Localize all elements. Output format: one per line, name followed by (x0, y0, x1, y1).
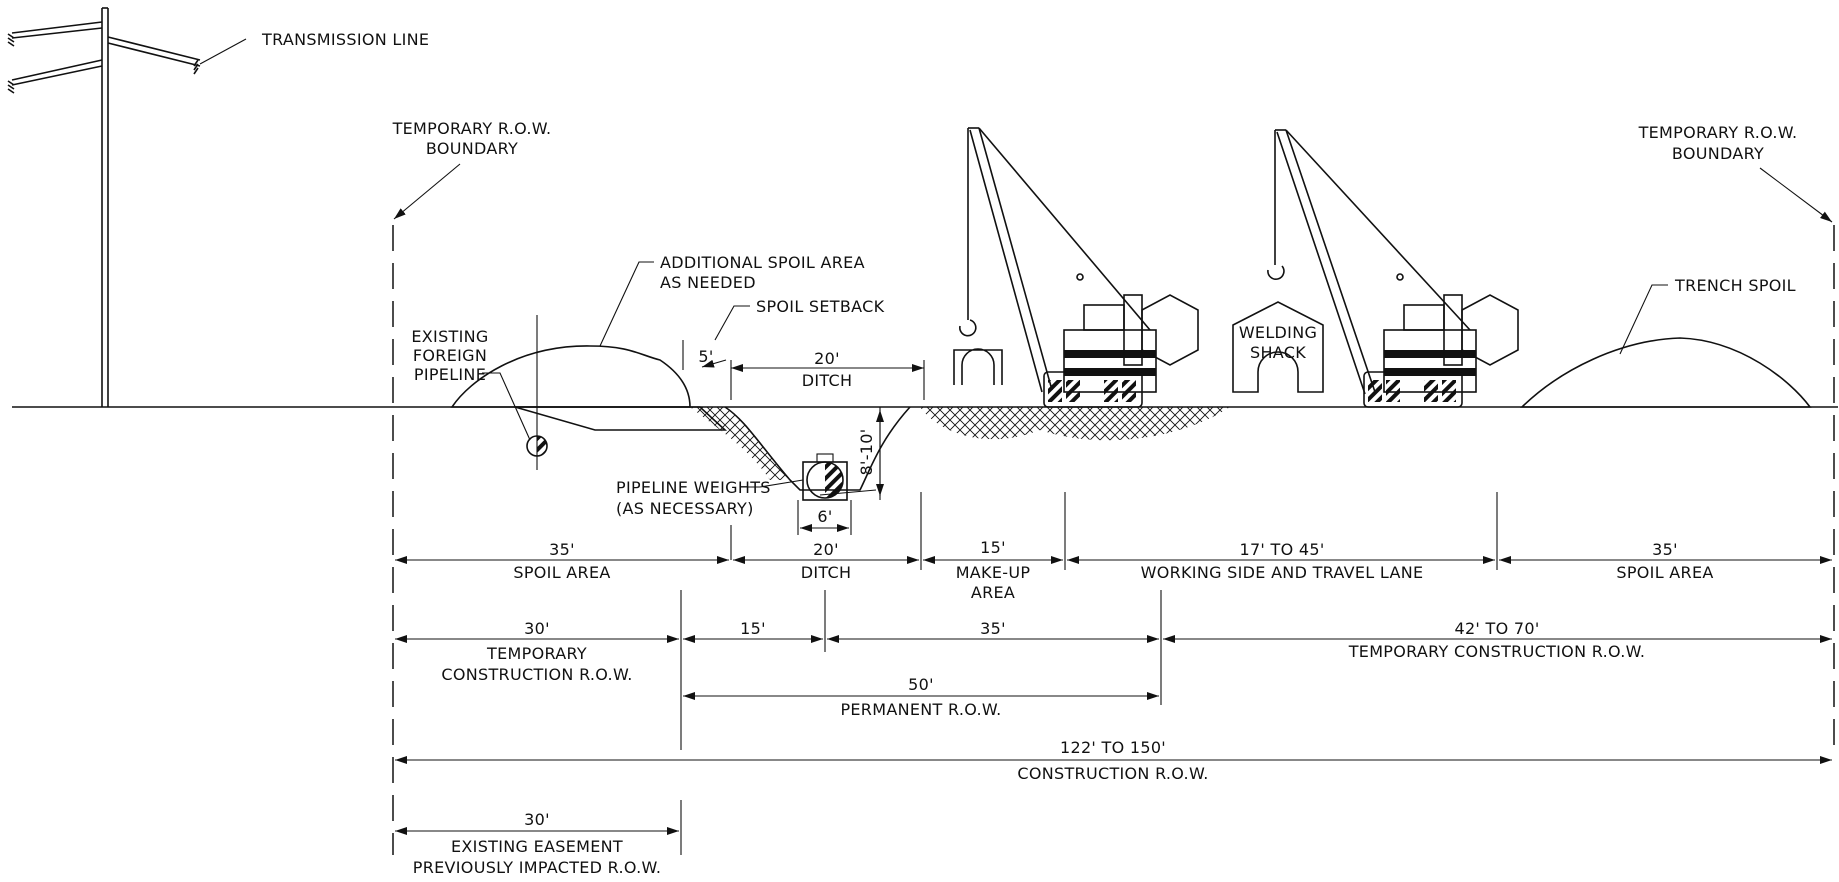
row2-temp-row-value: 30' (524, 619, 550, 638)
right-boundary-label-2: BOUNDARY (1672, 144, 1764, 163)
pipeline-weights-label-2: (AS NECESSARY) (616, 499, 754, 518)
row1-makeup-value: 15' (980, 538, 1006, 557)
dimension-row-5: 30' EXISTING EASEMENT PREVIOUSLY IMPACTE… (395, 810, 679, 877)
sideboom-2 (1267, 129, 1519, 408)
row5-easement-label-2: PREVIOUSLY IMPACTED R.O.W. (413, 858, 661, 877)
row1-ditch-label: DITCH (801, 563, 852, 582)
row5-easement-value: 30' (524, 810, 550, 829)
welding-shack-label-2: SHACK (1250, 343, 1306, 362)
row2-right-temp-value: 42' TO 70' (1454, 619, 1539, 638)
existing-pipeline-label-2: FOREIGN (413, 346, 487, 365)
ditch-top-label: DITCH (802, 371, 853, 390)
dimension-row-2: 30' TEMPORARY CONSTRUCTION R.O.W. 15' 35… (395, 619, 1832, 684)
row2-temp-row-label: TEMPORARY (486, 644, 587, 663)
ditch-depth-dimension: 8'-10' (857, 429, 876, 476)
working-side-hatch (920, 407, 1230, 441)
row4-construction-label: CONSTRUCTION R.O.W. (1017, 764, 1208, 783)
setback-dimension: 5' (698, 347, 713, 366)
row1-ditch-value: 20' (813, 540, 839, 559)
left-spoil-hatch (514, 406, 728, 431)
sideboom-1 (953, 127, 1199, 408)
row1-spoil-area-label: SPOIL AREA (513, 563, 610, 582)
row3-permanent-label: PERMANENT R.O.W. (840, 700, 1001, 719)
pipeline-weights-label-1: PIPELINE WEIGHTS (616, 478, 771, 497)
left-boundary-label-1: TEMPORARY R.O.W. (392, 119, 552, 138)
ditch-bottom-dimension: 6' (817, 507, 832, 526)
right-spoil-pile (1520, 337, 1812, 408)
row1-right-spoil-value: 35' (1652, 540, 1678, 559)
dimension-row-4: 122' TO 150' CONSTRUCTION R.O.W. (395, 738, 1832, 783)
right-boundary-label-1: TEMPORARY R.O.W. (1638, 123, 1798, 142)
dimension-row-3: 50' PERMANENT R.O.W. (683, 675, 1159, 719)
dimension-row-1: 35' SPOIL AREA 20' DITCH 15' MAKE-UP ARE… (395, 538, 1832, 602)
additional-spoil-label-1: ADDITIONAL SPOIL AREA (660, 253, 865, 272)
existing-pipeline-label-3: PIPELINE (414, 365, 486, 384)
additional-spoil-label-2: AS NEEDED (660, 273, 756, 292)
row2-right-temp-label: TEMPORARY CONSTRUCTION R.O.W. (1348, 642, 1646, 661)
row1-spoil-area-value: 35' (549, 540, 575, 559)
trench-spoil-label: TRENCH SPOIL (1674, 276, 1796, 295)
ditch-top-dimension: 20' (814, 349, 840, 368)
ditch: 20' DITCH 8'-10' 6' (690, 349, 925, 535)
row5-easement-label: EXISTING EASEMENT (451, 837, 623, 856)
row1-makeup-label-2: AREA (971, 583, 1015, 602)
left-spoil-pile (450, 345, 691, 408)
row4-construction-value: 122' TO 150' (1060, 738, 1166, 757)
row1-working-side-label: WORKING SIDE AND TRAVEL LANE (1141, 563, 1424, 582)
spoil-setback-label: SPOIL SETBACK (756, 297, 885, 316)
existing-pipeline-label-1: EXISTING (411, 327, 488, 346)
transmission-line-label: TRANSMISSION LINE (261, 30, 429, 49)
welding-shack: WELDING SHACK (1232, 301, 1324, 393)
row1-working-side-value: 17' TO 45' (1239, 540, 1324, 559)
row2-35-value: 35' (980, 619, 1006, 638)
row2-temp-row-label-2: CONSTRUCTION R.O.W. (441, 665, 632, 684)
welding-shack-label-1: WELDING (1239, 323, 1317, 342)
pipe-with-weight (802, 453, 848, 501)
row3-permanent-value: 50' (908, 675, 934, 694)
left-boundary-label-2: BOUNDARY (426, 139, 518, 158)
row1-makeup-label: MAKE-UP (956, 563, 1031, 582)
row1-right-spoil-label: SPOIL AREA (1616, 563, 1713, 582)
transmission-tower: TRANSMISSION LINE (7, 7, 429, 407)
row2-15-value: 15' (740, 619, 766, 638)
